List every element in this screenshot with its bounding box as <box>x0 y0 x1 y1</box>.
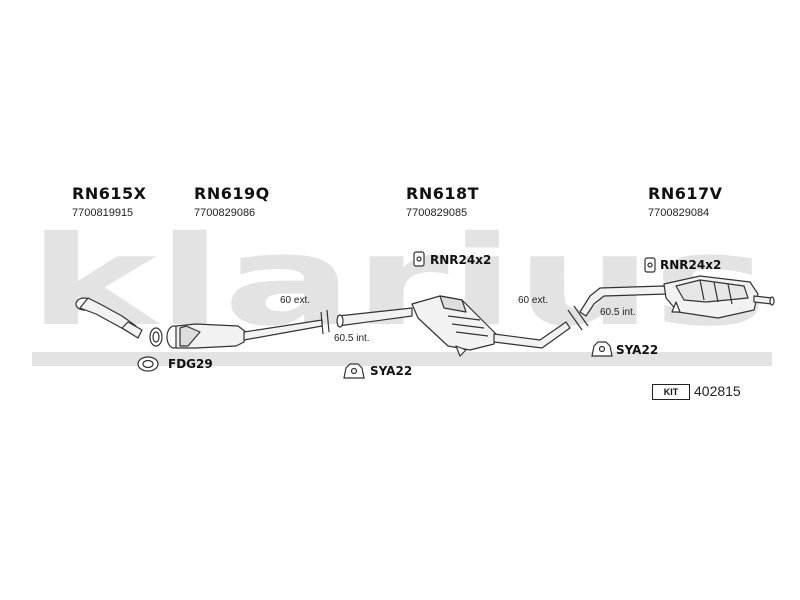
front-downpipe <box>75 297 143 339</box>
part-number-rn615x: 7700819915 <box>72 207 134 219</box>
joint-right-int-label: 60.5 int. <box>600 307 636 318</box>
rubber-right-label: RNR24x2 <box>660 258 722 272</box>
component-code-rn617v: RN617V <box>648 184 723 203</box>
component-code-rn619q: RN619Q <box>194 184 270 203</box>
joint-left-ext-label: 60 ext. <box>280 295 311 306</box>
middle-silencer <box>411 295 571 357</box>
rubber-right-accessory-icon <box>644 257 656 273</box>
component-code-rn618t: RN618T <box>406 184 480 203</box>
mount-left-label: SYA22 <box>370 364 413 378</box>
watermark-bar <box>32 352 772 366</box>
kit-badge: KIT <box>652 384 690 400</box>
part-number-rn618t: 7700829085 <box>406 207 468 219</box>
joint-left <box>320 309 330 335</box>
flange-gasket <box>149 327 163 347</box>
gasket-accessory-icon <box>137 356 159 372</box>
rubber-left-accessory-icon <box>413 251 425 267</box>
component-code-rn615x: RN615X <box>72 184 147 203</box>
watermark-text: klarius <box>28 210 768 354</box>
joint-right-ext-label: 60 ext. <box>518 295 549 306</box>
mount-right-label: SYA22 <box>616 343 659 357</box>
joint-left-int-label: 60.5 int. <box>334 333 370 344</box>
rubber-left-label: RNR24x2 <box>430 253 492 267</box>
kit-number: 402815 <box>694 383 741 399</box>
gasket-label: FDG29 <box>168 357 213 371</box>
part-number-rn619q: 7700829086 <box>194 207 256 219</box>
mount-left-accessory-icon <box>343 363 365 379</box>
rear-silencer <box>663 275 775 319</box>
intermediate-pipe <box>336 307 413 328</box>
part-number-rn617v: 7700829084 <box>648 207 710 219</box>
joint-right <box>567 305 589 331</box>
front-silencer <box>166 319 323 349</box>
mount-right-accessory-icon <box>591 341 613 357</box>
